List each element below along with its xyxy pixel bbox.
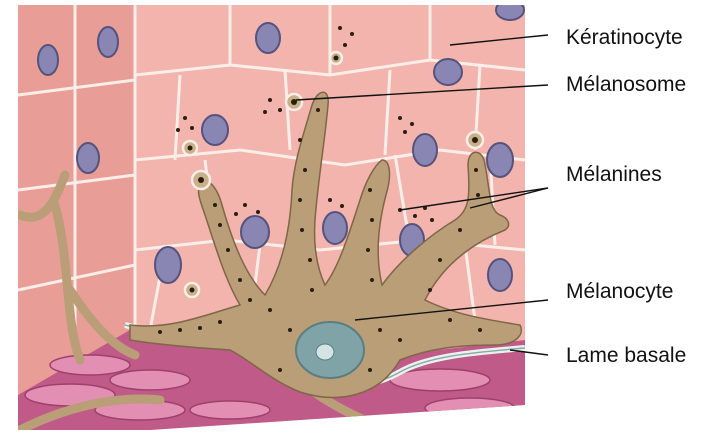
label-melanosome: Mélanosome: [566, 73, 686, 96]
label-keratinocyte: Kératinocyte: [566, 26, 683, 49]
label-lame-basale: Lame basale: [566, 344, 686, 367]
label-melanocyte: Mélanocyte: [566, 280, 673, 303]
label-melanines: Mélanines: [566, 163, 662, 186]
